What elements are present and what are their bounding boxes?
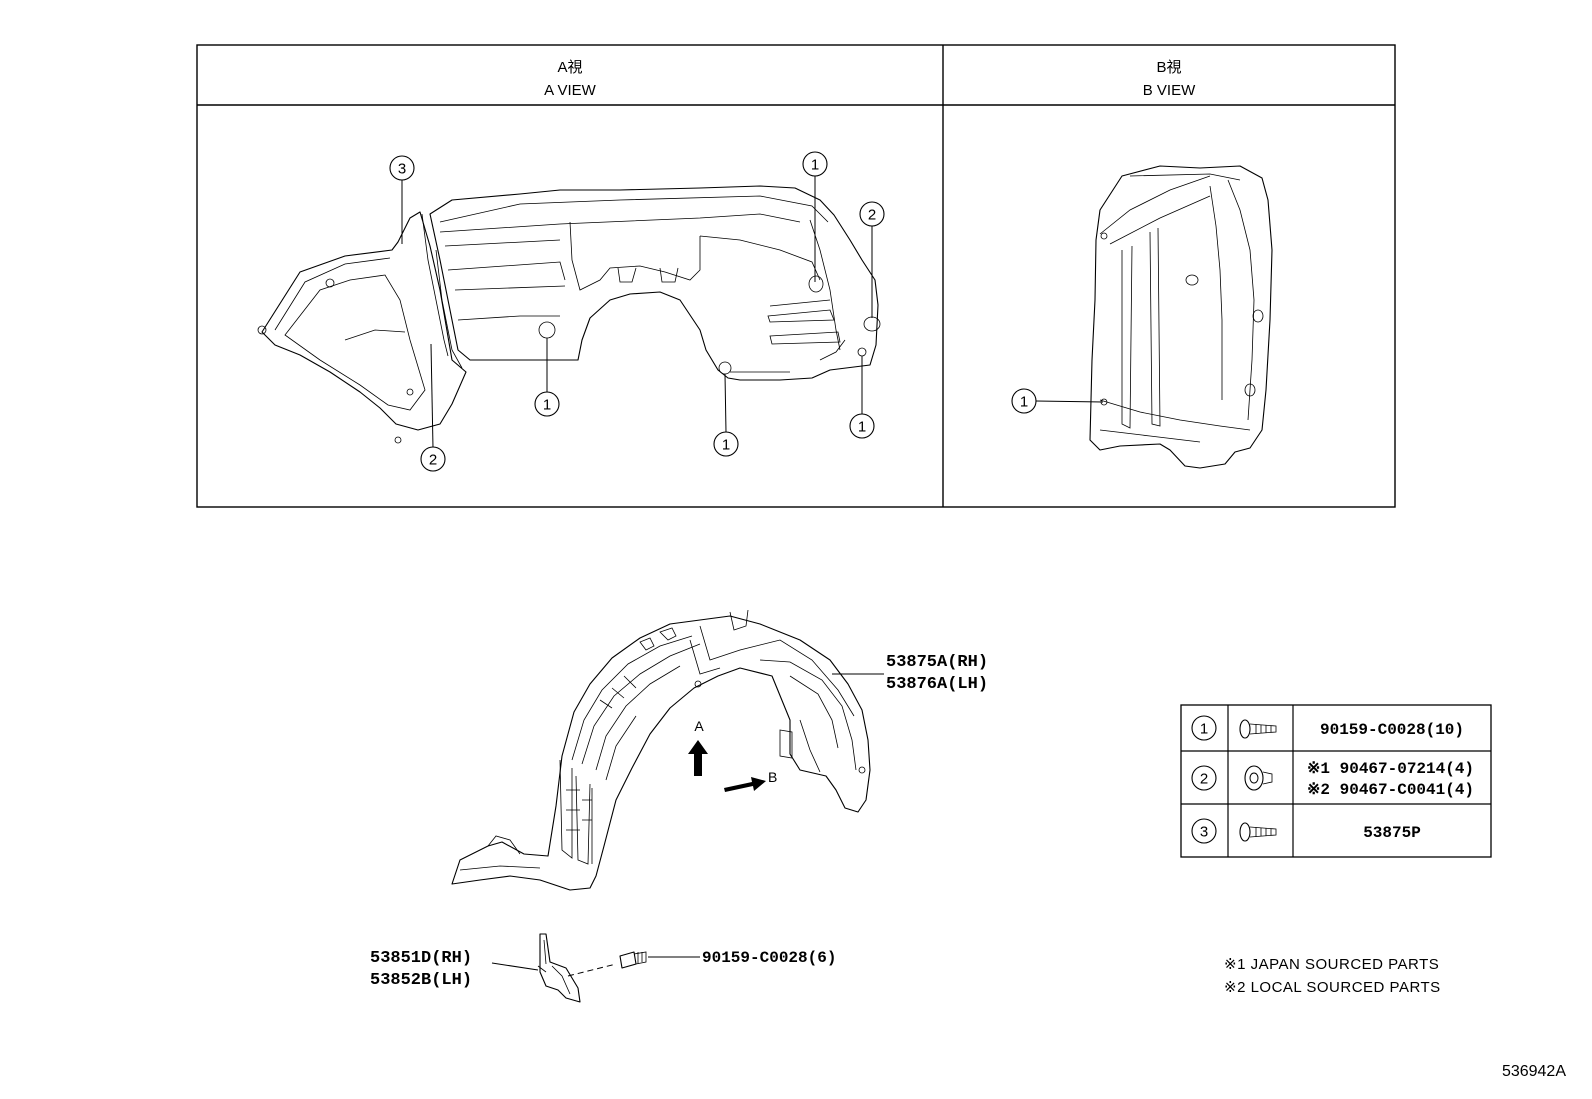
b-view-label-en: B VIEW — [1143, 82, 1196, 99]
callout-num: 2 — [868, 207, 876, 224]
b-view-callout-1: 1 — [1011, 388, 1037, 414]
table-row: 3 53875P — [1191, 818, 1421, 844]
callout-num: 1 — [543, 397, 551, 414]
b-view-label-jp: B視 — [1156, 59, 1181, 76]
liner-part-rh: 53875A(RH) — [886, 653, 988, 672]
flap-part-lh: 53852B(LH) — [370, 971, 472, 990]
a-view-label-en: A VIEW — [544, 82, 597, 99]
a-view-callout-1-bottom: 1 — [713, 431, 739, 457]
callout-num: 1 — [811, 157, 819, 174]
a-view-liner-drawing — [257, 185, 881, 444]
callout-num: 1 — [858, 419, 866, 436]
diagram-id: 536942A — [1502, 1063, 1566, 1080]
flap-part-rh: 53851D(RH) — [370, 949, 472, 968]
arrow-a: A — [688, 718, 708, 776]
table-part-line: ※2 90467-C0041(4) — [1307, 781, 1474, 799]
fender-liner-drawing — [451, 609, 871, 891]
table-row-num: 1 — [1200, 721, 1208, 738]
a-view-callout-1-top: 1 — [802, 151, 828, 177]
b-view-leader — [1035, 400, 1104, 403]
a-view-label-jp: A視 — [557, 59, 582, 76]
flap-screw-part: 90159-C0028(6) — [702, 949, 836, 967]
callout-num: 3 — [398, 161, 406, 178]
screw-icon — [1239, 822, 1277, 842]
table-row: 2 ※1 90467-07214(4) ※2 90467-C0041(4) — [1191, 760, 1474, 799]
screw-icon — [1239, 719, 1277, 739]
flap-screw-icon — [619, 951, 647, 969]
note-local-sourced: ※2 LOCAL SOURCED PARTS — [1224, 979, 1441, 996]
callout-num: 2 — [429, 452, 437, 469]
table-row: 1 90159-C0028(10) — [1191, 715, 1464, 741]
fastener-table — [1180, 704, 1492, 858]
a-view-callout-1-center: 1 — [534, 391, 560, 417]
arrow-a-label: A — [694, 718, 704, 734]
a-view-callouts — [401, 176, 873, 449]
table-part-line: 53875P — [1363, 824, 1421, 842]
liner-part-lh: 53876A(LH) — [886, 675, 988, 694]
a-view-callout-2-right: 2 — [859, 201, 885, 227]
screw-dash-line — [567, 963, 617, 977]
mudflap-drawing — [537, 933, 581, 1003]
note-japan-sourced: ※1 JAPAN SOURCED PARTS — [1224, 956, 1439, 973]
arrow-b-label: B — [768, 769, 777, 785]
clip-icon — [1244, 765, 1273, 791]
table-part-line: ※1 90467-07214(4) — [1307, 760, 1474, 778]
table-part-line: 90159-C0028(10) — [1320, 721, 1464, 739]
a-view-callout-3: 3 — [389, 155, 415, 181]
a-view-callout-1-right: 1 — [849, 413, 875, 439]
callout-num: 1 — [1020, 394, 1028, 411]
table-row-num: 3 — [1200, 824, 1208, 841]
flap-leader — [491, 962, 539, 971]
view-frame — [196, 44, 1396, 508]
b-view-liner-drawing — [1089, 165, 1273, 469]
callout-num: 1 — [722, 437, 730, 454]
a-view-callout-2-left: 2 — [420, 446, 446, 472]
arrow-b: B — [724, 769, 777, 792]
table-row-num: 2 — [1200, 771, 1208, 788]
